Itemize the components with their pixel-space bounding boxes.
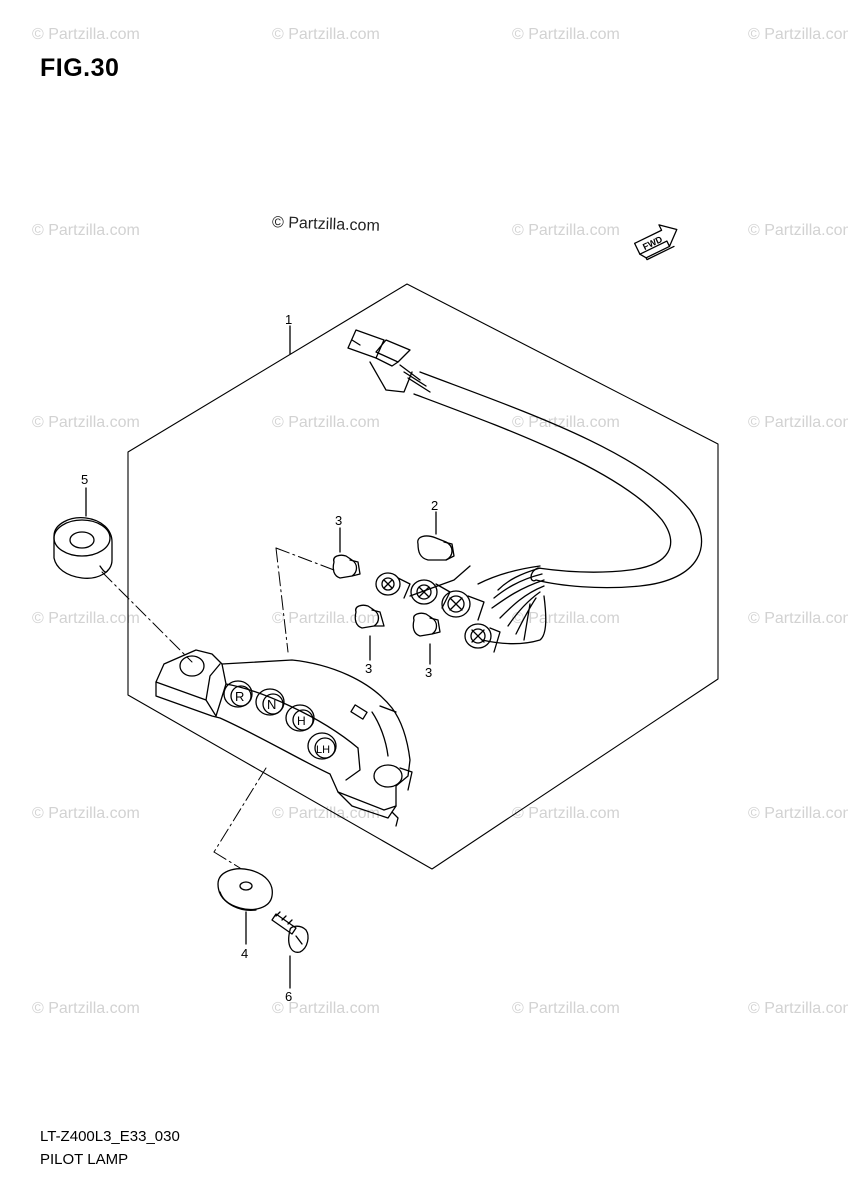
watermark: © Partzilla.com — [748, 26, 848, 43]
indicator-n: N — [255, 688, 285, 716]
bulb-3 — [332, 554, 361, 579]
bulb-socket — [375, 572, 411, 599]
watermark: © Partzilla.com — [272, 1000, 380, 1017]
washer-part-4 — [217, 868, 273, 911]
leader-line-bracket — [409, 565, 471, 597]
cushion-part-5 — [53, 517, 113, 579]
watermark: © Partzilla.com — [748, 805, 848, 822]
watermark: © Partzilla.com — [272, 26, 380, 43]
pilot-lamp-housing — [155, 649, 413, 827]
wire-harness — [413, 371, 703, 645]
bulb-socket — [441, 590, 485, 621]
watermark: © Partzilla.com — [512, 1000, 620, 1017]
fwd-arrow-icon: FWD — [633, 224, 678, 261]
bulb-socket — [464, 623, 501, 653]
callout-4: 4 — [241, 946, 248, 961]
watermark: © Partzilla.com — [32, 1000, 140, 1017]
watermark: © Partzilla.com — [748, 610, 848, 627]
indicator-letter-r: R — [235, 689, 244, 704]
bulb-3 — [412, 612, 441, 637]
wire-connector — [347, 329, 431, 393]
watermark: © Partzilla.com — [748, 1000, 848, 1017]
indicator-letter-lh: LH — [316, 744, 330, 756]
watermark: © Partzilla.com — [748, 414, 848, 431]
bulb-2 — [417, 535, 455, 561]
watermark: © Partzilla.com — [32, 26, 140, 43]
watermark: © Partzilla.com — [272, 805, 380, 822]
indicator-h: H — [285, 704, 315, 732]
indicator-r: R — [223, 680, 253, 708]
callout-3: 3 — [425, 665, 432, 680]
watermark: © Partzilla.com — [512, 26, 620, 43]
watermark: © Partzilla.com — [32, 610, 140, 627]
figure-name: PILOT LAMP — [40, 1151, 129, 1168]
indicator-letter-h: H — [297, 714, 306, 728]
callout-5: 5 — [81, 472, 88, 487]
watermark: © Partzilla.com — [512, 610, 620, 627]
model-code: LT-Z400L3_E33_030 — [40, 1128, 180, 1145]
watermark: © Partzilla.com — [748, 222, 848, 239]
figure-title: FIG.30 — [40, 54, 120, 82]
watermark: © Partzilla.com — [512, 222, 620, 239]
callout-1: 1 — [285, 312, 292, 327]
screw-part-6 — [271, 911, 309, 953]
callout-6: 6 — [285, 989, 292, 1004]
mounting-guide-lines — [101, 547, 335, 869]
assembly-boundary — [127, 283, 719, 870]
callout-2: 2 — [431, 498, 438, 513]
callout-3: 3 — [335, 513, 342, 528]
watermark: © Partzilla.com — [32, 222, 140, 239]
watermark: © Partzilla.com — [32, 805, 140, 822]
indicator-letter-n: N — [267, 697, 276, 712]
watermark: © Partzilla.com — [32, 414, 140, 431]
indicator-lh: LH — [307, 732, 337, 760]
bulb-3 — [354, 604, 385, 629]
watermark: © Partzilla.com — [272, 610, 380, 627]
watermark: © Partzilla.com — [272, 414, 380, 431]
callout-3: 3 — [365, 661, 372, 676]
watermark: © Partzilla.com — [512, 805, 620, 822]
